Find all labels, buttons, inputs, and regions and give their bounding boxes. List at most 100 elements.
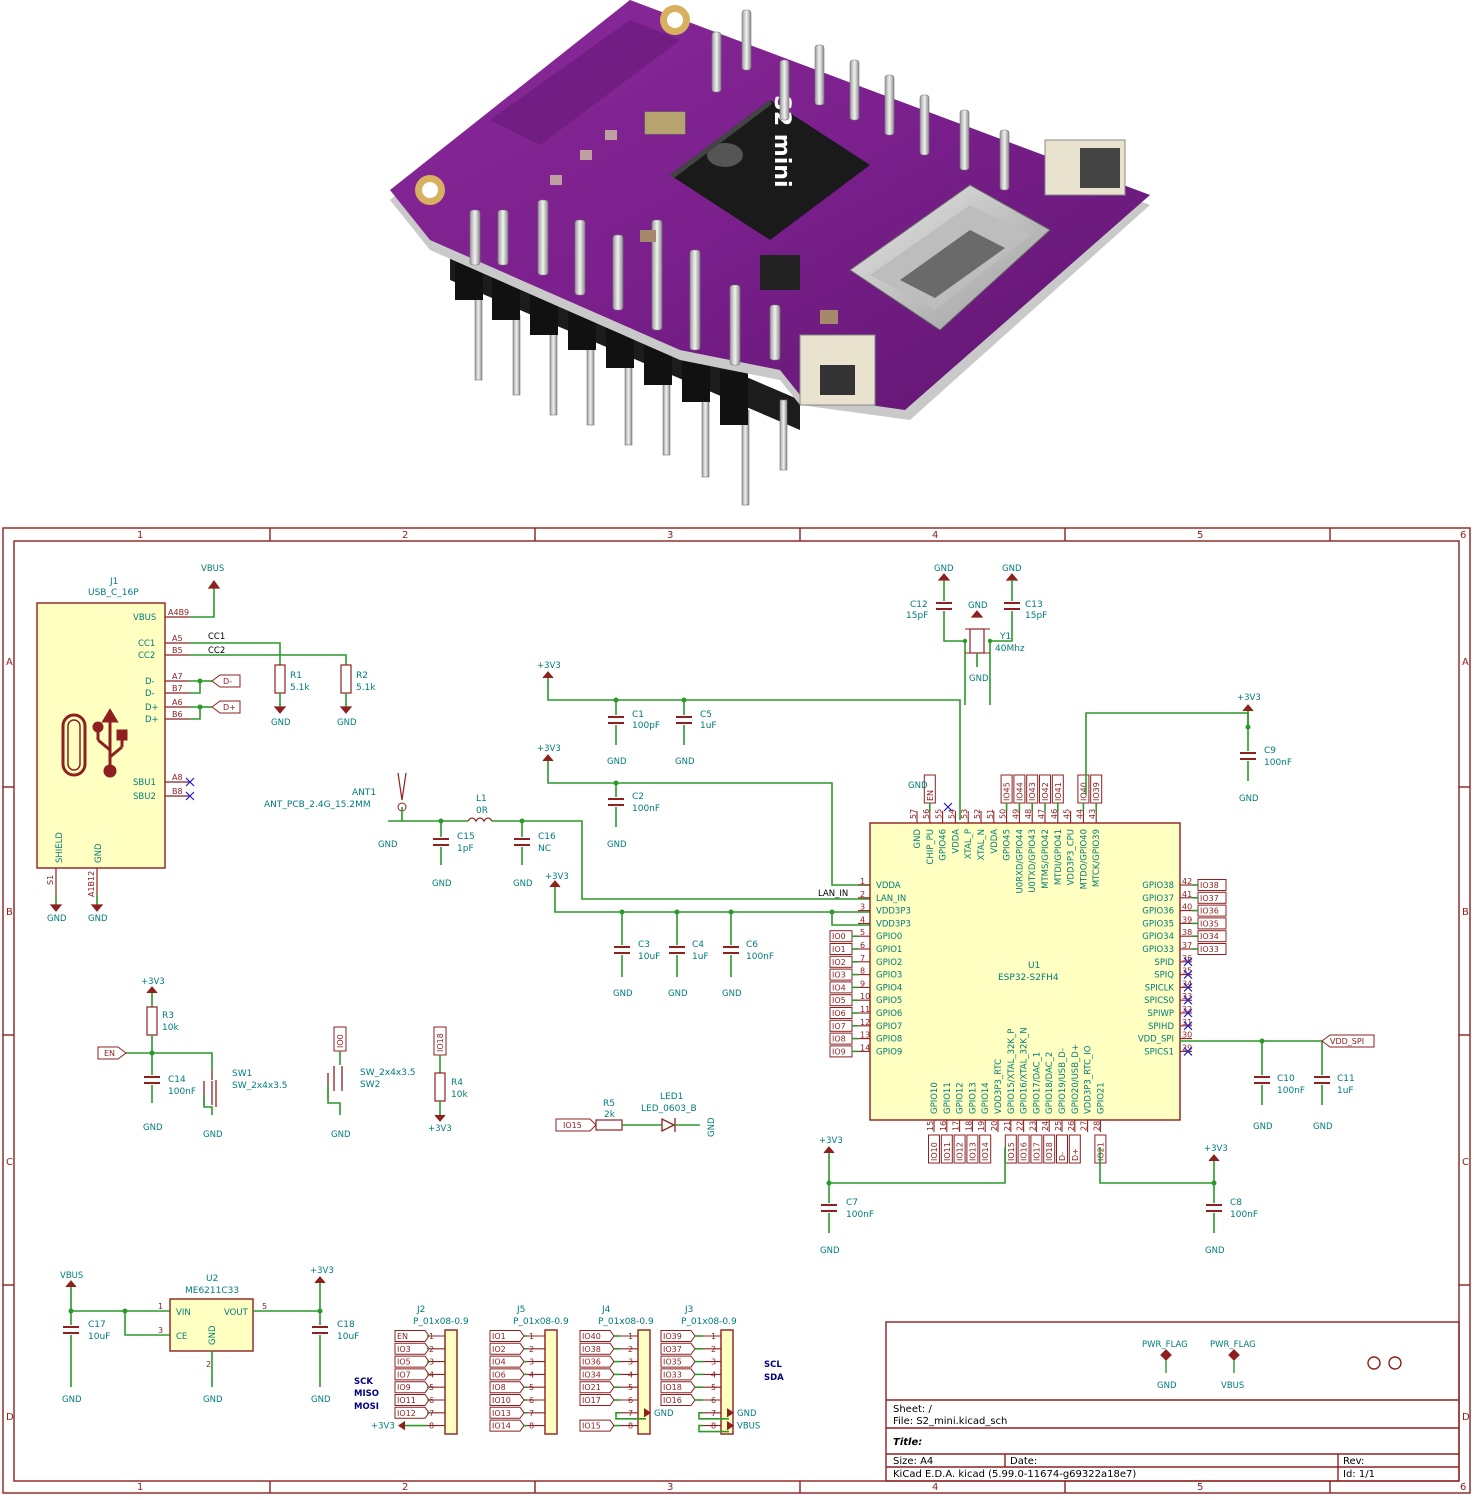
- top-header-pins: [711, 9, 1010, 191]
- mcu-pin-top: GPIO45: [1003, 829, 1013, 861]
- mcu-pinnum: 13: [860, 1031, 870, 1040]
- svg-text:C18: C18: [337, 1320, 355, 1330]
- mcu-pinnum: 54: [947, 809, 956, 819]
- mcu-pin-top: XTAL_P: [964, 829, 974, 859]
- svg-text:100nF: 100nF: [846, 1210, 874, 1220]
- svg-text:Id: 1/1: Id: 1/1: [1343, 1469, 1375, 1480]
- mcu-net-label: IO21: [1096, 1142, 1105, 1161]
- svg-text:0R: 0R: [476, 806, 488, 816]
- svg-text:Size: A4: Size: A4: [893, 1456, 933, 1467]
- mcu-pin-top: MTDO/GPIO40: [1079, 829, 1089, 889]
- mcu-pin-left: VDDA: [876, 881, 901, 891]
- mcu-pinnum: 47: [1037, 809, 1046, 819]
- svg-text:VBUS: VBUS: [133, 613, 156, 623]
- mcu-pinnum: 21: [1003, 1121, 1012, 1131]
- svg-text:PWR_FLAG: PWR_FLAG: [1210, 1340, 1256, 1350]
- svg-text:C2: C2: [632, 792, 644, 802]
- mcu-pin-left: VDD3P3: [876, 907, 911, 917]
- mcu-pin-right: GPIO37: [1142, 894, 1174, 904]
- svg-text:GND: GND: [668, 989, 688, 999]
- mcu-pinnum: 15: [926, 1121, 935, 1131]
- svg-text:S1: S1: [46, 875, 55, 885]
- svg-text:GND: GND: [143, 1123, 163, 1133]
- header-net: GND: [654, 1409, 674, 1419]
- mcu-pin-top: VDD3P3_CPU: [1067, 829, 1077, 885]
- mcu-pinnum: 32: [1182, 1005, 1192, 1014]
- mcu-net-label: IO35: [1200, 919, 1219, 928]
- svg-text:Date:: Date:: [1010, 1456, 1037, 1467]
- mcu-pinnum: 51: [986, 809, 995, 819]
- svg-text:+3V3: +3V3: [141, 977, 165, 987]
- header-value: P_01x08-0.9: [598, 1317, 654, 1327]
- svg-text:2k: 2k: [604, 1110, 616, 1120]
- svg-text:+3V3: +3V3: [1237, 693, 1261, 703]
- svg-text:40Mhz: 40Mhz: [995, 644, 1025, 654]
- svg-text:SDA: SDA: [764, 1373, 784, 1383]
- mcu-pin-left: GPIO6: [876, 1009, 902, 1019]
- header-value: P_01x08-0.9: [413, 1317, 469, 1327]
- svg-text:GND: GND: [271, 718, 291, 728]
- svg-text:File: S2_mini.kicad_sch: File: S2_mini.kicad_sch: [893, 1416, 1007, 1427]
- mcu-pinnum: 26: [1067, 1121, 1076, 1131]
- svg-text:SW1: SW1: [232, 1069, 252, 1079]
- svg-text:VBUS: VBUS: [60, 1271, 83, 1281]
- header-net: IO36: [582, 1358, 601, 1367]
- svg-text:GND: GND: [203, 1130, 223, 1140]
- svg-text:B7: B7: [172, 684, 183, 693]
- svg-text:C15: C15: [457, 832, 475, 842]
- header-net: IO34: [582, 1370, 601, 1379]
- usb-c-connector: [849, 184, 1051, 331]
- mcu-pinnum: 16: [939, 1121, 948, 1131]
- svg-text:CE: CE: [176, 1332, 187, 1342]
- mcu-pin-top: GPIO46: [939, 829, 949, 861]
- svg-text:15pF: 15pF: [906, 611, 928, 621]
- svg-text:A8: A8: [172, 773, 183, 782]
- mcu-pinnum: 53: [960, 809, 969, 819]
- mcu-pin-right: SPID: [1154, 958, 1174, 968]
- row-d: D: [6, 1412, 14, 1423]
- svg-text:1: 1: [158, 1302, 163, 1311]
- col-4: 4: [932, 530, 938, 541]
- svg-text:GND: GND: [1157, 1381, 1177, 1391]
- header-net: IO38: [582, 1345, 601, 1354]
- svg-text:GND: GND: [94, 843, 104, 863]
- mcu-net-label: IO16: [1020, 1142, 1029, 1161]
- svg-text:GND: GND: [1205, 1246, 1225, 1256]
- svg-text:15pF: 15pF: [1025, 611, 1047, 621]
- svg-text:VOUT: VOUT: [224, 1308, 249, 1318]
- svg-text:+3V3: +3V3: [428, 1124, 452, 1134]
- row-d-r: D: [1462, 1412, 1470, 1423]
- svg-text:A7: A7: [172, 672, 183, 681]
- mcu-net-label: IO43: [1028, 782, 1037, 801]
- mcu-pin-bottom: GPIO18/DAC_2: [1045, 1052, 1055, 1114]
- row-c: C: [6, 1157, 13, 1168]
- mcu-net-label: IO2: [832, 958, 846, 967]
- mcu-pin-left: GPIO7: [876, 1022, 902, 1032]
- mcu-pin-right: SPIWP: [1147, 1009, 1174, 1019]
- svg-text:IO0: IO0: [336, 1034, 345, 1048]
- bottom-header-pins: [469, 199, 781, 366]
- svg-text:D-: D-: [145, 677, 155, 687]
- svg-text:GND: GND: [1239, 794, 1259, 804]
- mcu-pin-bottom: GPIO17/DAC_1: [1032, 1052, 1042, 1114]
- crystal: [644, 111, 686, 135]
- svg-text:C11: C11: [1337, 1074, 1355, 1084]
- mcu-pinnum: 33: [1182, 992, 1192, 1001]
- header-net: IO16: [663, 1396, 682, 1405]
- svg-text:D+: D+: [145, 715, 159, 725]
- svg-text:GND: GND: [88, 914, 108, 924]
- header-net: IO18: [663, 1383, 682, 1392]
- mcu-net-label: IO42: [1041, 782, 1050, 801]
- svg-text:GND: GND: [62, 1395, 82, 1405]
- mcu-pin-bottom: VDD3P3_RTC: [994, 1059, 1004, 1114]
- svg-text:PWR_FLAG: PWR_FLAG: [1142, 1340, 1188, 1350]
- svg-text:C7: C7: [846, 1198, 858, 1208]
- mcu-pinnum: 34: [1182, 979, 1192, 988]
- col-1b: 1: [137, 1482, 143, 1493]
- pin-headers: J2P_01x08-0.91EN2IO33IO54IO75IO96IO117IO…: [354, 1305, 784, 1435]
- svg-text:C12: C12: [910, 600, 928, 610]
- svg-text:LED_0603_B: LED_0603_B: [641, 1104, 697, 1114]
- header-net: IO35: [663, 1358, 682, 1367]
- rtc-caps: +3V3 C7 100nF GND +3V3 C8 100nF GND: [819, 1136, 1258, 1256]
- header-net: GND: [737, 1409, 757, 1419]
